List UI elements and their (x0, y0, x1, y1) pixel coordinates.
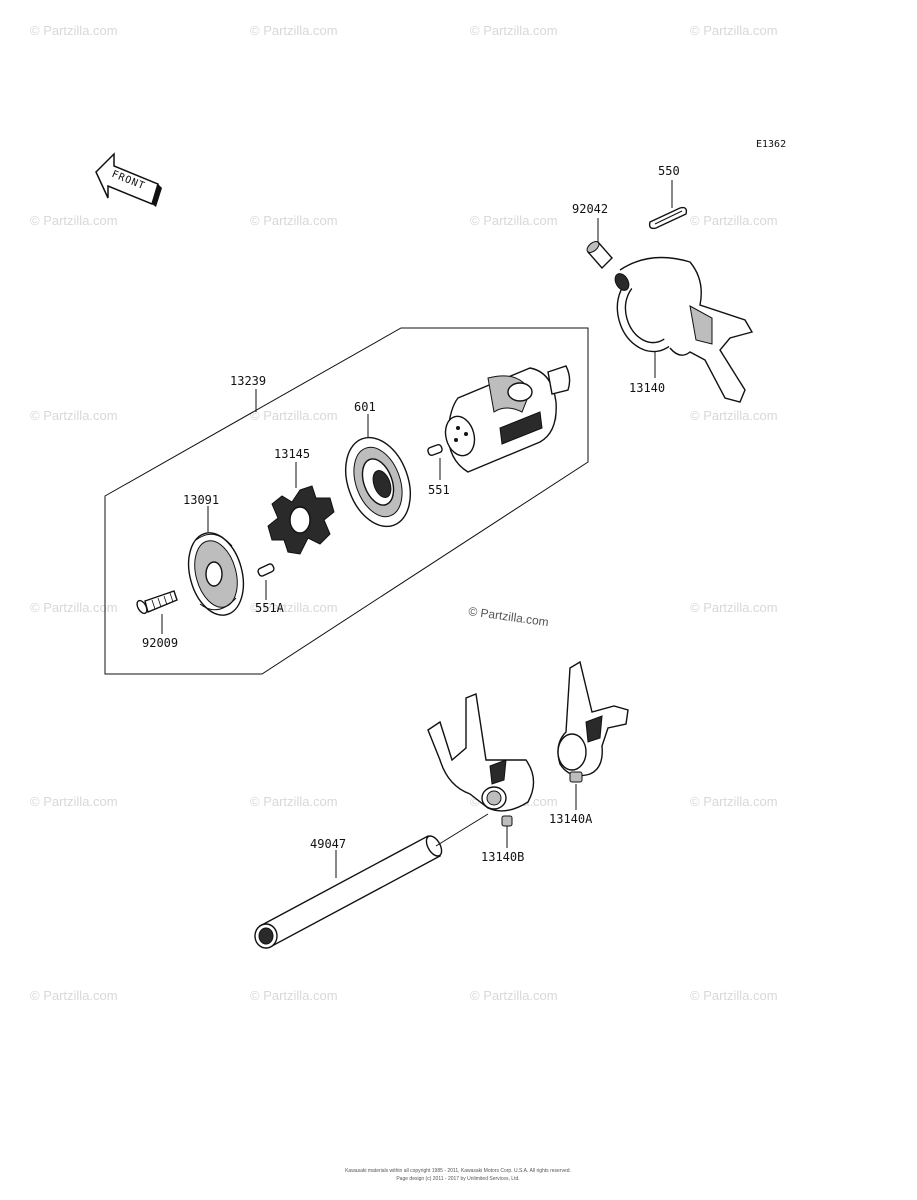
part-label-13140B: 13140B (481, 850, 524, 864)
holder-plate-part (187, 532, 245, 616)
shift-drum-part (444, 365, 571, 473)
watermark: © Partzilla.com (690, 213, 778, 228)
watermark: © Partzilla.com (690, 988, 778, 1003)
cotter-pin-part (648, 206, 688, 230)
watermark: © Partzilla.com (690, 600, 778, 615)
watermark: © Partzilla.com (30, 794, 118, 809)
copyright-text: © Partzilla.com (468, 604, 550, 629)
part-label-92042: 92042 (572, 202, 608, 216)
part-label-13091: 13091 (183, 493, 219, 507)
watermark: © Partzilla.com (470, 213, 558, 228)
shift-drum-cam-part (267, 485, 335, 555)
watermark: © Partzilla.com (690, 23, 778, 38)
collar-part (586, 240, 613, 270)
screw-part (136, 590, 178, 615)
part-label-13239: 13239 (230, 374, 266, 388)
part-label-551: 551 (428, 483, 450, 497)
shift-fork-a-part (557, 660, 629, 783)
watermark: © Partzilla.com (470, 988, 558, 1003)
watermark: © Partzilla.com (30, 213, 118, 228)
copyright-mark: © Partzilla.com (468, 604, 550, 629)
watermark: © Partzilla.com (470, 23, 558, 38)
watermark: © Partzilla.com (690, 794, 778, 809)
watermark: © Partzilla.com (30, 988, 118, 1003)
watermark: © Partzilla.com (250, 23, 338, 38)
watermark: © Partzilla.com (30, 600, 118, 615)
part-label-13140: 13140 (629, 381, 665, 395)
part-label-551A: 551A (255, 601, 285, 615)
shift-fork-large-part (614, 256, 754, 403)
part-label-13145: 13145 (274, 447, 310, 461)
part-label-92009: 92009 (142, 636, 178, 650)
part-label-550: 550 (658, 164, 680, 178)
pin-551A-part (257, 563, 275, 577)
assembly-outline (104, 327, 589, 675)
shift-rod-part (254, 835, 443, 949)
watermark: © Partzilla.com (30, 408, 118, 423)
watermark: © Partzilla.com (250, 600, 338, 615)
leader-line (435, 813, 489, 847)
bearing-part (345, 436, 411, 528)
footer-line-2: Page design (c) 2011 - 2017 by Unlimited… (396, 1176, 519, 1182)
watermark: © Partzilla.com (250, 988, 338, 1003)
watermark: © Partzilla.com (30, 23, 118, 38)
watermark: © Partzilla.com (250, 408, 338, 423)
part-label-601: 601 (354, 400, 376, 414)
watermark: © Partzilla.com (250, 213, 338, 228)
footer-line-1: Kawasaki materials within all copyright … (345, 1168, 571, 1174)
part-label-49047: 49047 (310, 837, 346, 851)
watermark: © Partzilla.com (690, 408, 778, 423)
diagram-code: E1362 (756, 139, 786, 150)
watermark: © Partzilla.com (250, 794, 338, 809)
pin-551-part (427, 443, 443, 457)
front-arrow-icon: FRONT (95, 152, 162, 207)
part-label-13140A: 13140A (549, 812, 593, 826)
